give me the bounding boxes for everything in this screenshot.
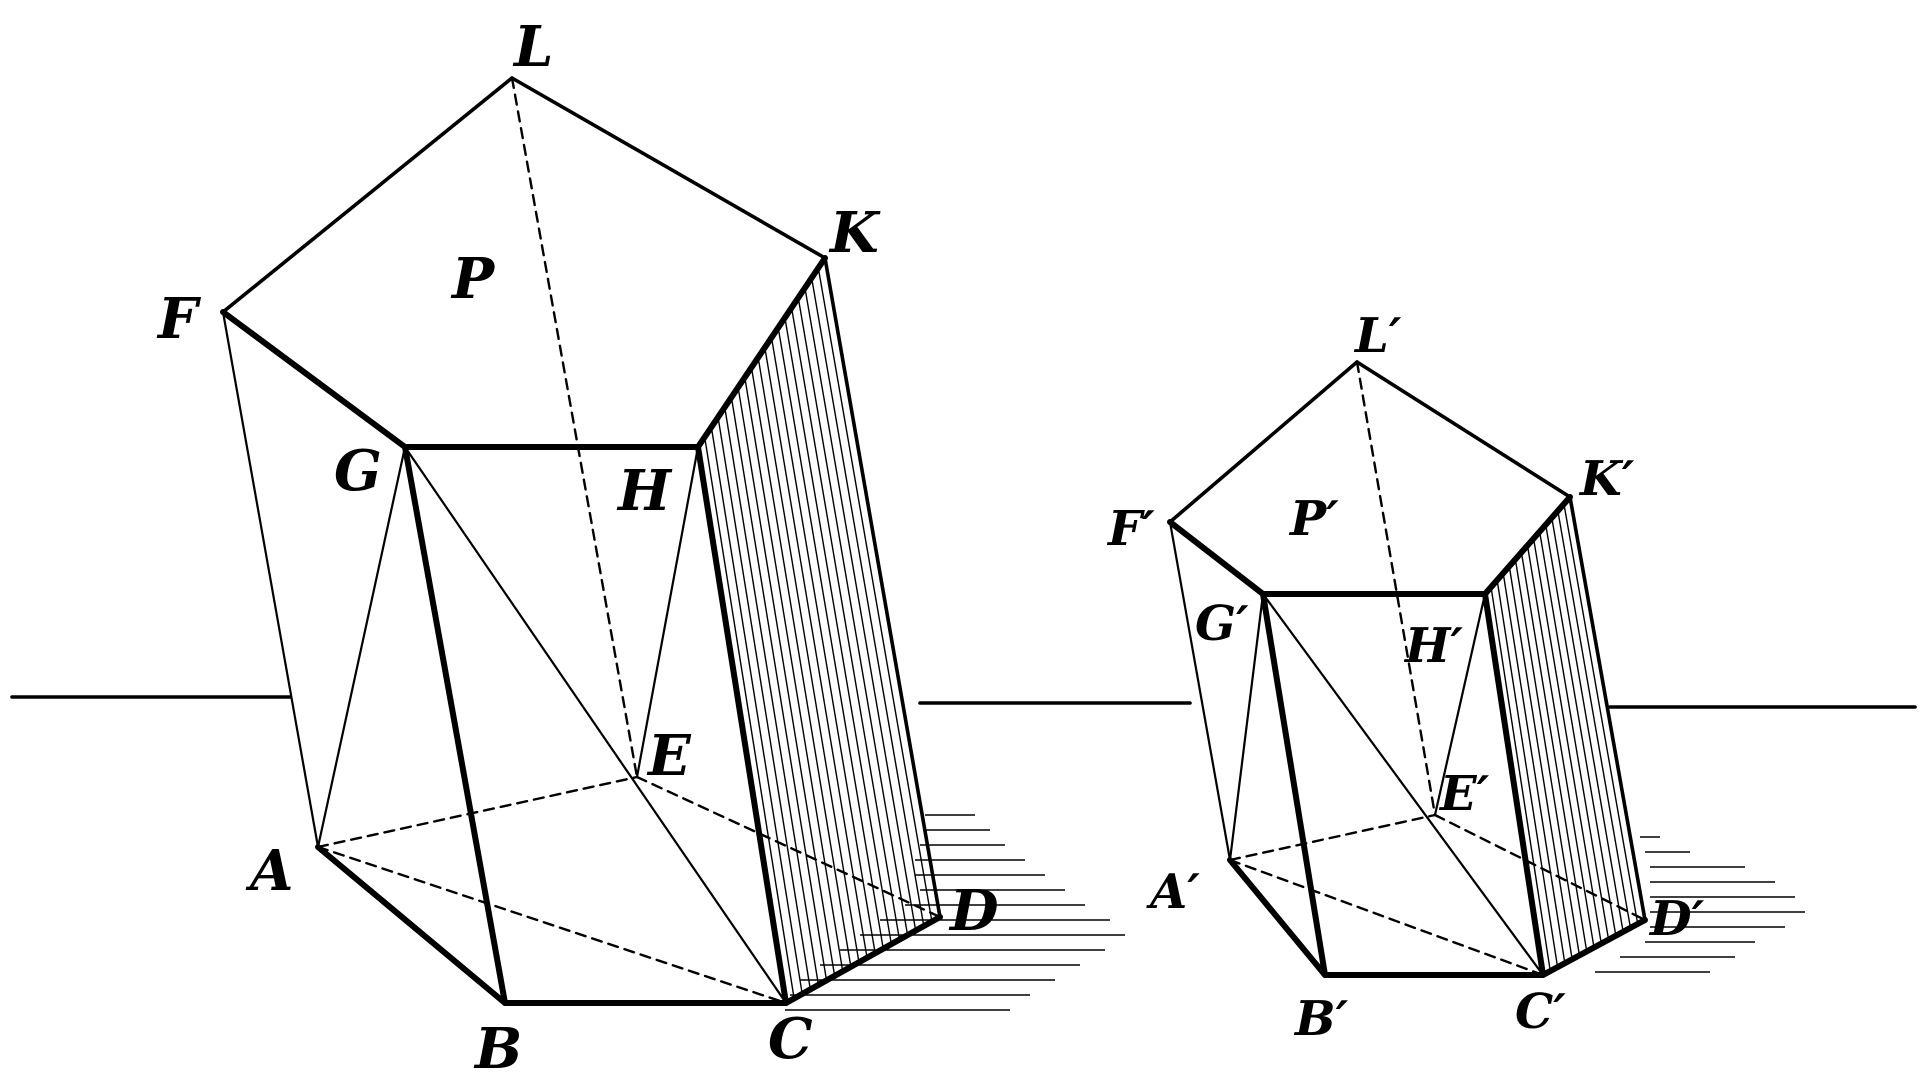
vertex-label-H-prime: H′ [1403, 618, 1463, 674]
small-shaded-face [1490, 503, 1639, 972]
vertex-label-B-prime: B′ [1293, 991, 1349, 1047]
vertex-label-G-prime: G′ [1195, 596, 1249, 652]
hatch-line [797, 297, 909, 936]
hatch-line [1532, 538, 1602, 944]
hatch-line [770, 337, 876, 954]
small-hidden-edges [1228, 360, 1647, 977]
vertex-label-K: K [828, 200, 881, 266]
vertex-label-E: E [646, 723, 692, 789]
hatch-line [1557, 510, 1632, 928]
hatch-line [1563, 503, 1639, 925]
vertex-label-F: F [156, 286, 202, 352]
large-shaded-face [703, 267, 933, 999]
large-prism: L K F P G H E A D B C [156, 14, 1125, 1080]
small-shadow-hatching [1595, 836, 1805, 973]
ground-line [10, 695, 1917, 709]
hatch-line [717, 417, 812, 990]
hatch-line [810, 277, 925, 927]
vertex-label-D-prime: D′ [1648, 891, 1705, 947]
hatch-line [703, 436, 795, 999]
hatch-line [1551, 517, 1624, 932]
vertex-label-A-prime: A′ [1146, 864, 1200, 920]
hatch-line [750, 367, 852, 967]
face-label-P-prime: P′ [1288, 491, 1339, 547]
hatch-line [1538, 531, 1610, 940]
large-hidden-edges [316, 76, 942, 1005]
hatch-line [1526, 545, 1595, 948]
hatch-line [724, 407, 820, 986]
hatch-line [1508, 566, 1573, 960]
vertex-label-C: C [768, 1006, 813, 1072]
hatch-line [777, 327, 884, 949]
vertex-label-B: B [473, 1016, 522, 1080]
vertex-label-C-prime: C′ [1515, 984, 1566, 1040]
hatch-line [784, 317, 893, 945]
vertex-label-A: A [245, 838, 293, 904]
small-bold-edges [1167, 494, 1648, 978]
hatch-line [737, 387, 836, 976]
hatch-line [1502, 573, 1566, 964]
vertex-label-K-prime: K′ [1578, 451, 1635, 507]
large-bold-edges [220, 255, 943, 1006]
hatch-line [817, 267, 933, 922]
small-thin-edges [1168, 520, 1545, 977]
hatch-line [1490, 586, 1551, 972]
vertex-label-E-prime: E′ [1438, 766, 1490, 822]
vertex-label-G: G [334, 438, 382, 504]
hatch-line [1545, 524, 1617, 936]
hatch-line [757, 357, 860, 963]
hatch-line [804, 287, 917, 931]
hatch-line [730, 397, 828, 981]
vertex-label-L-prime: L′ [1353, 308, 1402, 364]
face-label-P: P [450, 246, 496, 312]
vertex-label-L: L [512, 14, 553, 80]
small-prism: L′ K′ F′ P′ G′ H′ E′ A′ D′ B′ C′ [1106, 308, 1805, 1047]
vertex-label-F-prime: F′ [1106, 501, 1155, 557]
vertex-label-D: D [948, 878, 999, 944]
large-thin-edges [221, 310, 788, 1005]
small-top-edges [1168, 360, 1647, 922]
hatch-line [1514, 559, 1581, 956]
hatch-line [1496, 580, 1559, 968]
hatch-line [744, 377, 844, 972]
vertex-label-H: H [616, 458, 673, 524]
large-top-edges [221, 76, 942, 919]
hatch-line [790, 307, 901, 940]
hatch-line [764, 347, 868, 958]
hatch-line [710, 426, 803, 995]
